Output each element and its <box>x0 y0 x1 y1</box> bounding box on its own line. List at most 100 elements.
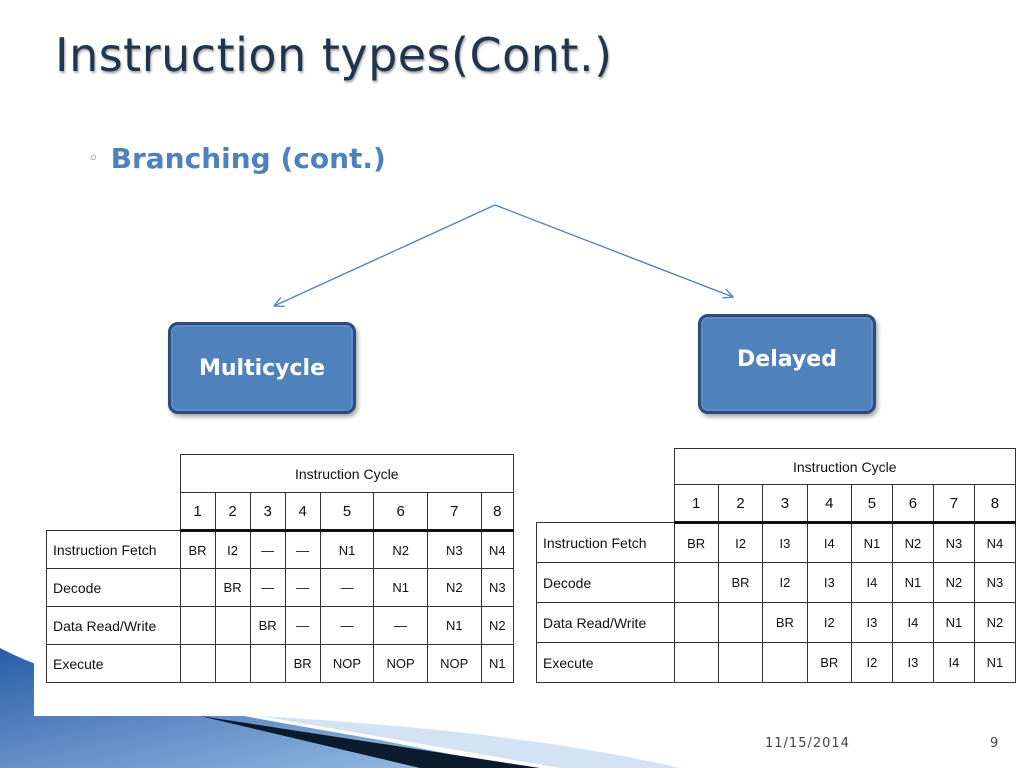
stage-cell: BR <box>717 562 764 603</box>
delayed-box: Delayed <box>698 314 876 414</box>
stage-cell: I2 <box>762 562 808 603</box>
stage-cell: — <box>284 606 321 645</box>
stage-cell: N3 <box>480 568 515 607</box>
stage-cell: I2 <box>717 522 764 563</box>
stage-label: Execute <box>46 644 181 683</box>
stage-cell: — <box>373 606 428 645</box>
stage-cell: N2 <box>480 606 515 645</box>
stage-cell <box>214 606 251 645</box>
stage-cell: I2 <box>850 642 893 683</box>
cycle-number: 2 <box>214 492 251 532</box>
blank-cell <box>537 449 675 485</box>
stage-cell: BR <box>762 602 808 643</box>
stage-cell: N3 <box>426 530 482 569</box>
stage-cell: N2 <box>373 530 428 569</box>
stage-cell: N1 <box>373 568 428 607</box>
stage-cell: BR <box>249 606 286 645</box>
stage-cell <box>717 602 764 643</box>
cycle-number: 6 <box>373 492 428 532</box>
stage-cell: — <box>319 606 375 645</box>
bullet-item: ◦ Branching (cont.) <box>88 142 386 175</box>
stage-cell <box>179 644 216 683</box>
stage-cell <box>214 644 251 683</box>
header-row: Instruction Cycle <box>47 454 514 493</box>
stage-cell: — <box>284 530 321 569</box>
cycle-number: 8 <box>973 484 1017 524</box>
stage-cell: I4 <box>932 642 975 683</box>
cycle-number: 2 <box>717 484 764 524</box>
stage-cell: N1 <box>319 530 375 569</box>
stage-cell: N4 <box>480 530 515 569</box>
stage-cell: I2 <box>214 530 251 569</box>
stage-label: Decode <box>536 562 675 603</box>
cycle-number: 3 <box>762 484 808 524</box>
stage-cell: I4 <box>850 562 893 603</box>
cycle-number: 3 <box>249 492 286 532</box>
blank-cell <box>47 455 181 493</box>
stage-cell: I3 <box>806 562 852 603</box>
cycle-number: 1 <box>179 492 216 532</box>
stage-cell: BR <box>673 522 719 563</box>
stage-cell: BR <box>284 644 321 683</box>
cycle-number: 7 <box>932 484 975 524</box>
blank-cell <box>537 485 675 523</box>
stage-cell: N1 <box>932 602 975 643</box>
arrow-left <box>274 204 496 306</box>
cycle-number: 1 <box>673 484 719 524</box>
stage-cell: I4 <box>891 602 934 643</box>
cycle-number: 4 <box>806 484 852 524</box>
stage-label: Data Read/Write <box>536 602 675 643</box>
bullet-mark: ◦ <box>88 148 99 169</box>
multicycle-box: Multicycle <box>168 322 356 414</box>
stage-cell: NOP <box>426 644 482 683</box>
stage-cell: N1 <box>480 644 515 683</box>
stage-cell: N2 <box>426 568 482 607</box>
slide-title: Instruction types(Cont.) <box>55 28 613 82</box>
stage-cell: N3 <box>932 522 975 563</box>
stage-cell <box>762 642 808 683</box>
bullet-text: Branching (cont.) <box>110 142 386 175</box>
stage-cell: N2 <box>932 562 975 603</box>
stage-cell <box>673 562 719 603</box>
stage-cell: N1 <box>426 606 482 645</box>
stage-cell: BR <box>806 642 852 683</box>
stage-cell: I3 <box>762 522 808 563</box>
stage-cell: I2 <box>806 602 852 643</box>
cycle-number: 6 <box>891 484 934 524</box>
stage-cell: I4 <box>806 522 852 563</box>
cycle-number: 4 <box>284 492 321 532</box>
stage-cell: NOP <box>319 644 375 683</box>
blank-cell <box>47 493 181 531</box>
stage-cell <box>179 568 216 607</box>
stage-cell: — <box>249 568 286 607</box>
cycle-number: 5 <box>850 484 893 524</box>
stage-cell: — <box>284 568 321 607</box>
multicycle-label: Multicycle <box>198 355 326 381</box>
stage-label: Execute <box>536 642 675 683</box>
stage-cell: I3 <box>850 602 893 643</box>
stage-cell <box>249 644 286 683</box>
stage-cell: N3 <box>973 562 1017 603</box>
slide-page-number: 9 <box>990 736 999 751</box>
cycle-number: 5 <box>319 492 375 532</box>
stage-label: Instruction Fetch <box>46 530 181 569</box>
stage-cell <box>717 642 764 683</box>
cycle-number: 7 <box>426 492 482 532</box>
stage-cell: BR <box>214 568 251 607</box>
stage-cell: N2 <box>973 602 1017 643</box>
stage-cell: N1 <box>891 562 934 603</box>
instruction-cycle-header: Instruction Cycle <box>179 454 514 493</box>
delayed-label: Delayed <box>737 347 837 372</box>
arrow-right <box>494 204 733 297</box>
